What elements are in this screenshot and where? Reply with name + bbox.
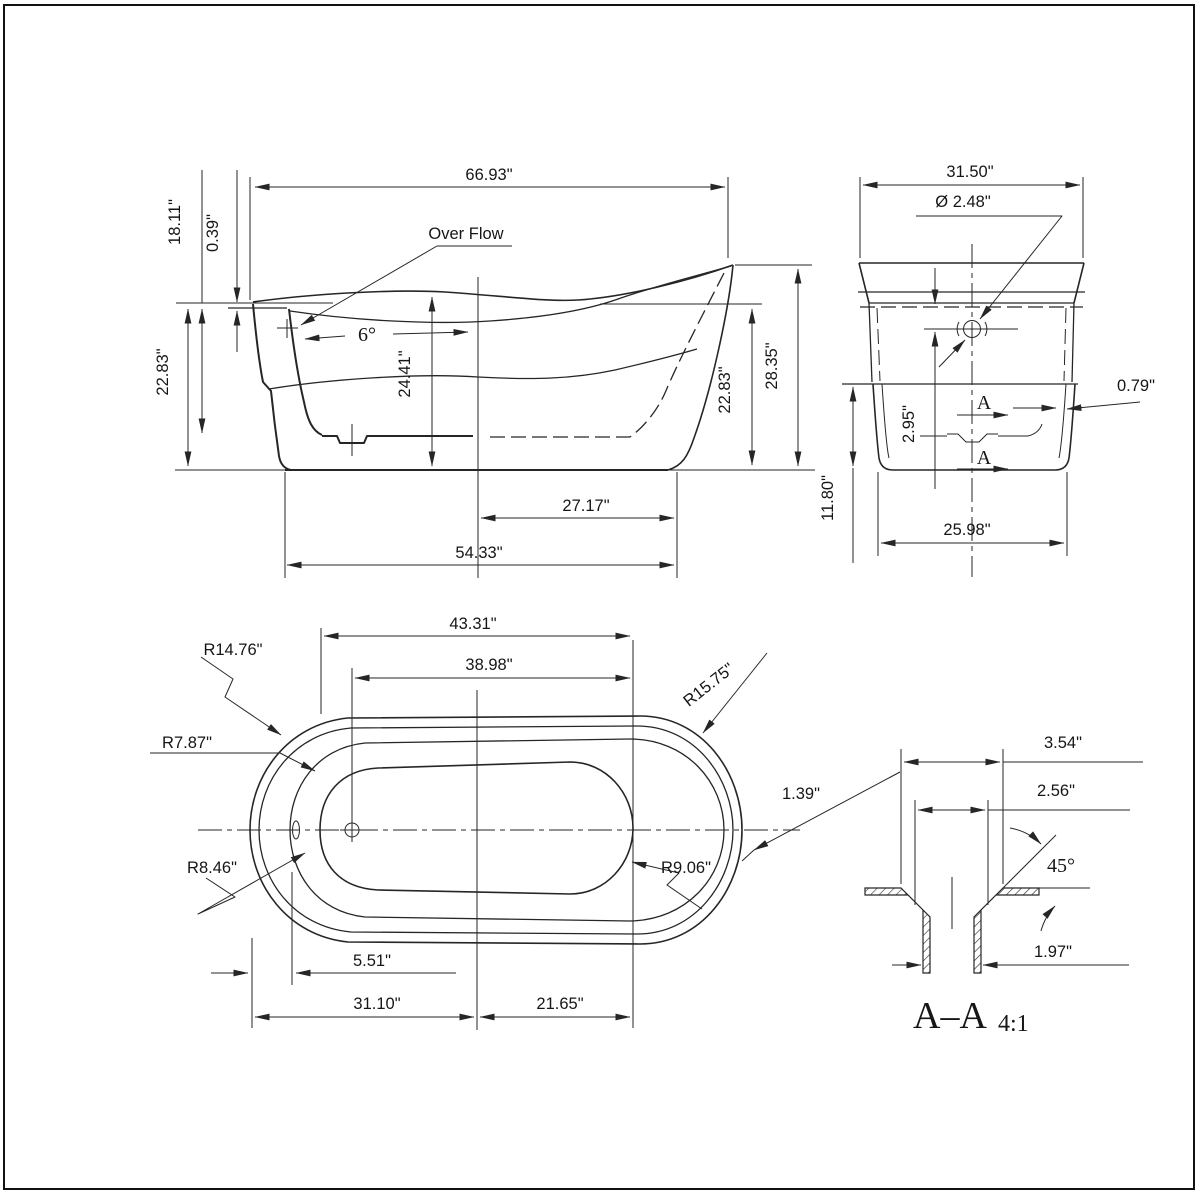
- section-title: A–A: [913, 995, 987, 1037]
- dim-radius-basin-left: R8.46": [187, 859, 237, 877]
- dim-lip-thickness: 0.39": [204, 214, 222, 252]
- dim-wall-thickness: 0.79": [1117, 377, 1155, 395]
- section-labels: 3.54" 2.56" 45° 1.97" A–A 4:1: [913, 734, 1082, 1037]
- dim-base-length: 54.33": [455, 544, 502, 562]
- end-view-outline: [842, 244, 1085, 577]
- dim-flange-od: 3.54": [1044, 734, 1082, 752]
- side-view: 66.93" 18.11" 0.39" Over Flow 6° 22.83" …: [154, 166, 815, 578]
- side-view-outline: [228, 264, 734, 471]
- top-view: 43.31" 38.98" R14.76" R7.87" R8.46" R15.…: [150, 615, 901, 1030]
- sheet-border: [3, 4, 1195, 1190]
- dim-radius-outer-right: R15.75": [680, 660, 738, 711]
- dim-base-width: 25.98": [943, 521, 990, 539]
- top-view-labels: 43.31" 38.98" R14.76" R7.87" R8.46" R15.…: [162, 615, 820, 1013]
- dim-radius-rim-left: R7.87": [162, 734, 212, 752]
- side-view-dimensions: [175, 170, 815, 578]
- dim-tube-od: 1.97": [1034, 943, 1072, 961]
- top-view-dimensions: [150, 628, 901, 1028]
- dim-radius-outer-left: R14.76": [203, 641, 262, 659]
- section-dimensions: [892, 749, 1143, 969]
- dim-rim-width: 1.39": [782, 785, 820, 803]
- dim-base-height: 11.80": [819, 475, 837, 521]
- section-scale: 4:1: [998, 1011, 1029, 1037]
- dim-overflow-offset: 5.51": [353, 952, 391, 970]
- dim-drain-height: 2.95": [900, 405, 918, 443]
- section-marker-top: A: [977, 392, 992, 414]
- end-view: 31.50" Ø 2.48" 2.95" A A 0.79" 11.80" 25…: [819, 163, 1155, 577]
- dim-back-height: 28.35": [763, 342, 781, 389]
- end-view-dimensions: [849, 177, 1141, 563]
- dim-height-left: 22.83": [154, 348, 172, 395]
- dim-height-right: 22.83": [716, 366, 734, 413]
- dim-flange-id: 2.56": [1037, 782, 1075, 800]
- dim-drain-diameter: Ø 2.48": [935, 193, 991, 211]
- dim-radius-basin-right: R9.06": [661, 859, 711, 877]
- overflow-label: Over Flow: [428, 225, 503, 243]
- section-view: 3.54" 2.56" 45° 1.97" A–A 4:1: [864, 734, 1143, 1037]
- dim-wall-angle: 6°: [358, 324, 376, 346]
- section-marker-bottom: A: [977, 447, 992, 469]
- dim-rim-height: 24.41": [396, 350, 414, 397]
- dim-overall-width: 31.50": [946, 163, 993, 181]
- dim-basin-length: 38.98": [465, 656, 512, 674]
- dim-drain-from-right: 21.65": [536, 995, 583, 1013]
- dim-overall-length: 66.93": [465, 166, 512, 184]
- section-outline: [864, 834, 1090, 974]
- end-view-labels: 31.50" Ø 2.48" 2.95" A A 0.79" 11.80" 25…: [819, 163, 1155, 539]
- dim-inner-depth: 18.11": [166, 199, 184, 245]
- dim-drain-from-left: 31.10": [353, 995, 400, 1013]
- dim-rim-length: 43.31": [449, 615, 496, 633]
- side-view-labels: 66.93" 18.11" 0.39" Over Flow 6° 22.83" …: [154, 166, 781, 562]
- dim-drain-offset: 27.17": [562, 497, 609, 515]
- dim-chamfer-angle: 45°: [1047, 855, 1075, 877]
